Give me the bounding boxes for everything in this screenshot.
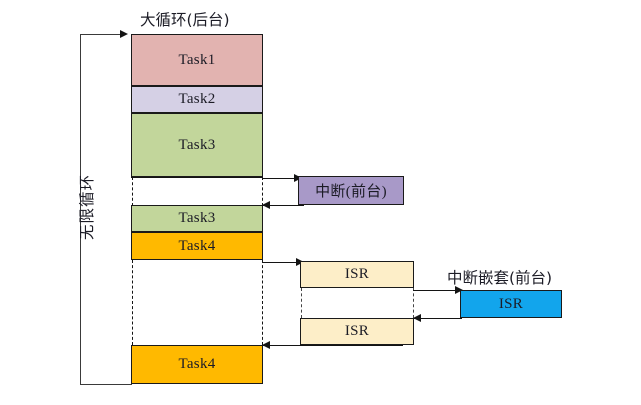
suspend-gap1-right-dashed	[262, 177, 263, 206]
isr-box-second: ISR	[300, 318, 414, 345]
interrupt-enter-line	[262, 178, 297, 179]
title-main-loop: 大循环(后台)	[140, 11, 230, 29]
nested-enter-arrow-icon	[455, 285, 463, 294]
isr-box-first: ISR	[300, 261, 414, 288]
title-nested-interrupt: 中断嵌套(前台)	[447, 269, 553, 287]
task-block-task2: Task2	[131, 86, 263, 113]
task-block-task4-second: Task4	[131, 345, 263, 384]
suspend-gap2-left-dashed	[131, 260, 133, 345]
interrupt-box: 中断(前台)	[298, 176, 404, 205]
loop-arrow-head-icon	[120, 29, 128, 38]
suspend-gap1-top-rule	[131, 177, 263, 178]
loop-label: 无限循环	[78, 173, 96, 240]
nested-return-line	[414, 318, 462, 319]
isr-nested-box: ISR	[460, 290, 562, 318]
task-block-task3-second: Task3	[131, 205, 263, 232]
nested-return-arrow-icon	[413, 313, 421, 322]
suspend-gap2-right-dashed	[262, 260, 263, 345]
isr-return-line	[263, 345, 403, 346]
isr-suspend-left-dashed	[300, 288, 302, 318]
task-block-task3-first: Task3	[131, 113, 263, 177]
suspend-gap1-left-dashed	[131, 177, 133, 206]
interrupt-return-arrow-icon	[262, 200, 270, 209]
loop-arrow-top-line	[80, 34, 122, 35]
isr-return-arrow-icon	[262, 340, 270, 349]
nested-enter-line	[413, 290, 457, 291]
isr-enter-line	[262, 262, 299, 263]
loop-bottom-line	[80, 384, 132, 385]
loop-left-vertical	[80, 34, 81, 384]
interrupt-return-line	[263, 205, 304, 206]
isr-suspend-right-dashed	[413, 288, 414, 318]
task-block-task1: Task1	[131, 34, 263, 86]
task-block-task4-first: Task4	[131, 232, 263, 260]
